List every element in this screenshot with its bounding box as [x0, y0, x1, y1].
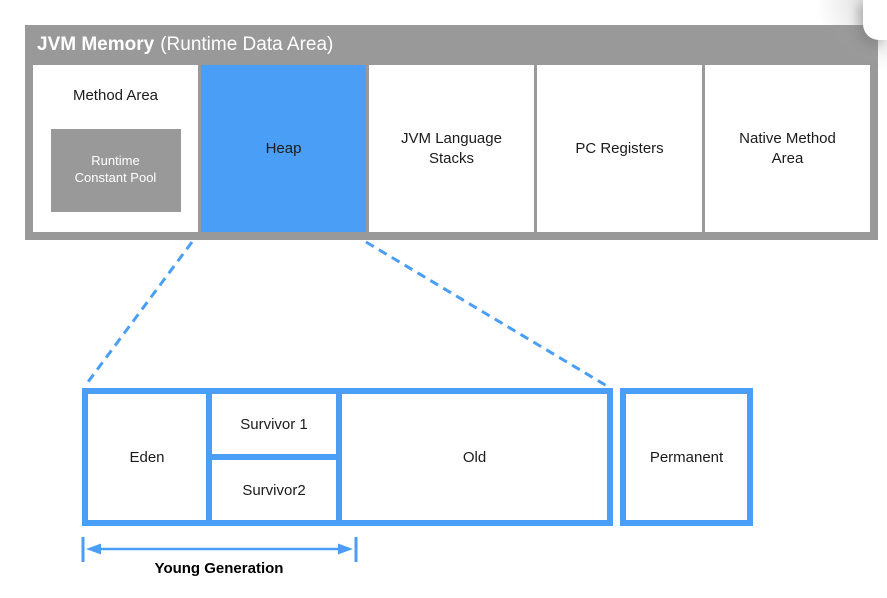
permanent-box: Permanent — [620, 388, 753, 526]
runtime-constant-pool-label: Runtime Constant Pool — [74, 153, 157, 185]
eden-label: Eden — [129, 448, 165, 466]
dashed-line-left — [83, 241, 194, 387]
old-box: Old — [342, 394, 607, 520]
title-main: JVM Memory — [37, 34, 155, 55]
survivor2-box: Survivor2 — [212, 460, 336, 520]
title-sub: (Runtime Data Area) — [160, 34, 334, 55]
survivor-column: Survivor 1 Survivor2 — [212, 394, 342, 520]
native-method-area-box: Native Method Area — [705, 65, 870, 232]
method-area-label: Method Area — [72, 87, 159, 104]
old-label: Old — [462, 448, 487, 466]
young-generation-arrow — [81, 537, 358, 562]
diagram-title: JVM Memory (Runtime Data Area) — [33, 25, 870, 65]
method-area-box: Method Area Runtime Constant Pool — [33, 65, 198, 232]
native-method-area-label: Native Method Area — [739, 130, 836, 167]
jvm-language-stacks-label: JVM Language Stacks — [401, 130, 502, 167]
page-corner-curl-icon — [863, 0, 887, 40]
permanent-label: Permanent — [649, 448, 724, 466]
heap-detail-box: Eden Survivor 1 Survivor2 Old — [82, 388, 613, 526]
eden-box: Eden — [88, 394, 212, 520]
survivor1-label: Survivor 1 — [240, 415, 308, 433]
young-generation-label: Young Generation — [154, 560, 284, 577]
runtime-constant-pool-box: Runtime Constant Pool — [50, 128, 181, 212]
heap-label: Heap — [265, 139, 302, 157]
dashed-line-right — [365, 240, 608, 388]
jvm-language-stacks-box: JVM Language Stacks — [369, 65, 534, 232]
runtime-data-area-container: JVM Memory (Runtime Data Area) Method Ar… — [25, 25, 878, 240]
survivor1-box: Survivor 1 — [212, 394, 336, 460]
pc-registers-label: PC Registers — [575, 139, 664, 157]
survivor2-label: Survivor2 — [242, 481, 306, 499]
memory-area-row: Method Area Runtime Constant Pool Heap J… — [33, 65, 870, 232]
pc-registers-box: PC Registers — [537, 65, 702, 232]
heap-box: Heap — [201, 65, 366, 232]
